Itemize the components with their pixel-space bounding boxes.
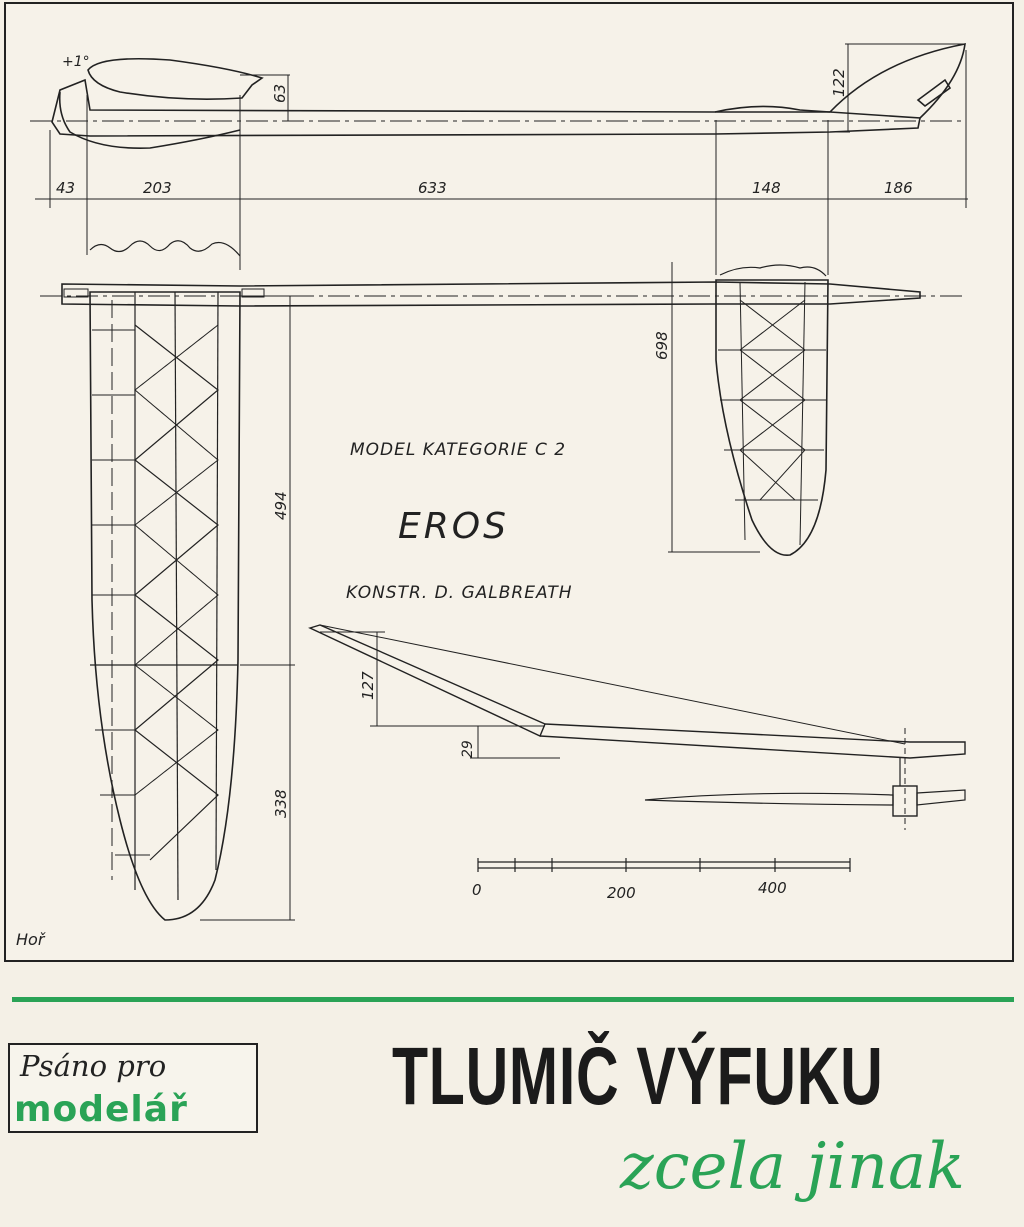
scale-label-0: 0 bbox=[472, 881, 482, 899]
scale-label-200: 200 bbox=[607, 884, 636, 902]
article-subheadline: zcela jinak bbox=[620, 1130, 965, 1204]
badge-top-text: Psáno pro bbox=[20, 1049, 167, 1083]
draftsman-signature: Hoř bbox=[16, 930, 46, 949]
dim-122: 122 bbox=[830, 68, 848, 97]
dim-43: 43 bbox=[56, 179, 75, 197]
stabilizer-plan bbox=[715, 279, 829, 556]
wing-panel-plan bbox=[89, 291, 241, 921]
dim-186: 186 bbox=[884, 179, 913, 197]
dim-698: 698 bbox=[653, 331, 671, 360]
dim-203: 203 bbox=[143, 179, 172, 197]
section-divider-green bbox=[12, 997, 1014, 1002]
article-headline: TLUMIČ VÝFUKU bbox=[392, 1031, 884, 1122]
wing-section bbox=[87, 58, 264, 100]
side-view bbox=[30, 43, 966, 149]
dim-494: 494 bbox=[272, 491, 290, 520]
front-view bbox=[308, 624, 966, 830]
plan-drawing-frame bbox=[4, 2, 1014, 962]
dim-63: 63 bbox=[271, 84, 289, 103]
length-dimension-row bbox=[35, 50, 968, 275]
model-name: EROS bbox=[398, 506, 509, 547]
dim-633: 633 bbox=[418, 179, 447, 197]
scale-bar bbox=[477, 858, 851, 872]
designer-credit: KONSTR. D. GALBREATH bbox=[346, 583, 573, 603]
model-category: MODEL KATEGORIE C 2 bbox=[350, 440, 566, 460]
incidence-label: +1° bbox=[62, 54, 90, 70]
column-badge: Psáno pro modelář bbox=[8, 1043, 258, 1133]
glider-plan-drawing: +1° 63 122 43 203 633 148 186 bbox=[16, 43, 968, 949]
dim-29: 29 bbox=[460, 740, 476, 758]
badge-bottom-text: modelář bbox=[14, 1089, 188, 1130]
plan-view bbox=[40, 240, 965, 921]
dim-338: 338 bbox=[272, 789, 290, 818]
scale-label-400: 400 bbox=[758, 879, 787, 897]
dim-148: 148 bbox=[752, 179, 781, 197]
dim-127: 127 bbox=[359, 671, 377, 700]
